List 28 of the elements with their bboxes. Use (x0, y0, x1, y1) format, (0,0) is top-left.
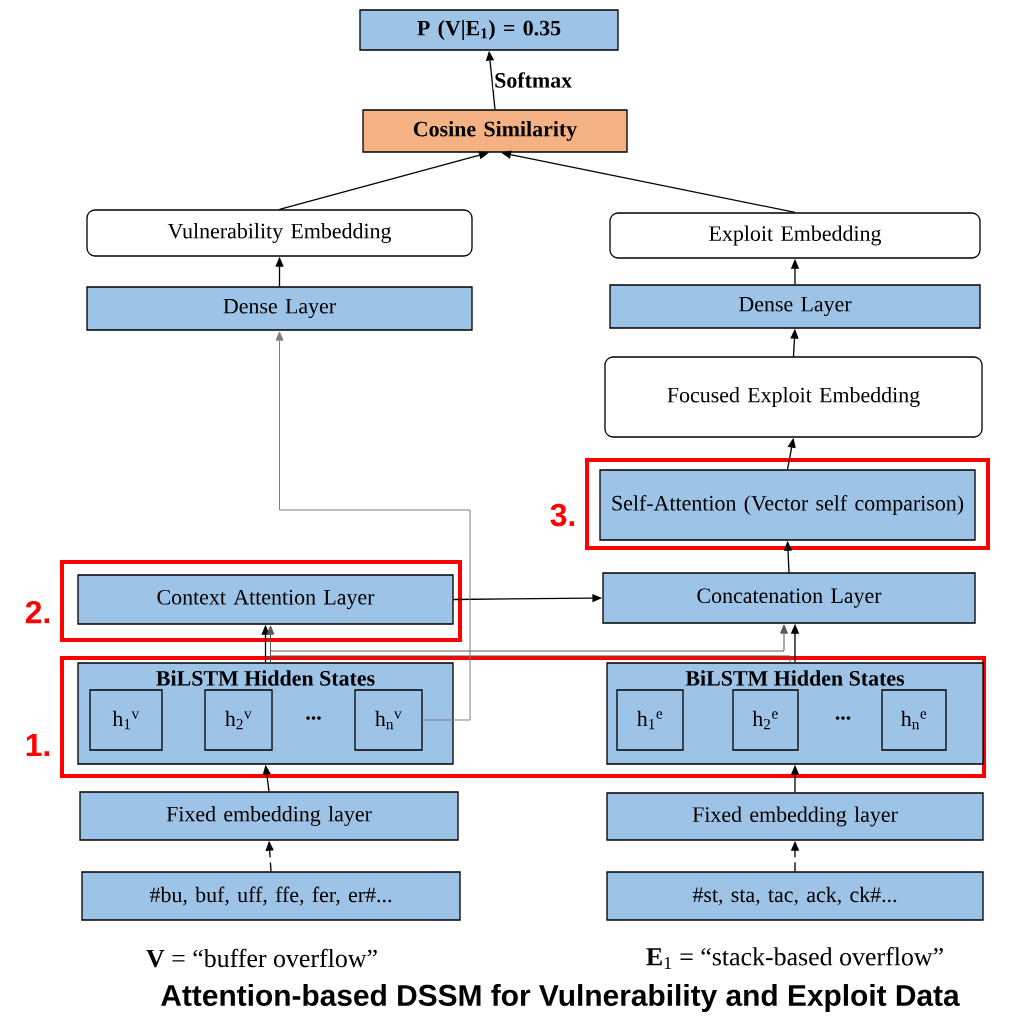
state-box: h$_{1}$v (89, 689, 163, 751)
process-box: #st, sta, tac, ack, ck#... (606, 871, 984, 921)
process-box: Dense Layer (609, 284, 981, 329)
callout-number: 1. (26, 734, 50, 756)
process-box: Context Attention Layer (77, 574, 454, 625)
result-box: P (V|E$_{1}$) = 0.35 (359, 9, 619, 51)
process-box: #bu, buf, uff, ffe, fer, er#... (81, 871, 461, 921)
embedding-box: Exploit Embedding (609, 212, 981, 259)
callout-number: 3. (550, 503, 575, 527)
embedding-box: Vulnerability Embedding (86, 209, 473, 257)
equation-label: E$_{1}$ = “stack-based overflow” (646, 947, 943, 969)
callout-number: 2. (25, 600, 50, 624)
process-box: Self-Attention (Vector self comparison) (599, 469, 976, 541)
edge-label: Softmax (493, 71, 574, 89)
process-box: Fixed embedding layer (79, 791, 459, 841)
process-box: Cosine Similarity (362, 109, 628, 153)
state-box: h$_{1}$e (616, 689, 684, 751)
caption: Attention-based DSSM for Vulnerability and Exploit Data (161, 984, 960, 1012)
process-box: Fixed embedding layer (606, 792, 984, 841)
leader-arrow (275, 331, 471, 721)
equation-label: V = “buffer overflow” (146, 948, 377, 968)
state-box: h$_{2}$e (732, 689, 799, 751)
state-box: h$_{n}$v (354, 689, 423, 751)
process-box: Concatenation Layer (602, 572, 976, 624)
embedding-box: Focused Exploit Embedding (604, 356, 983, 438)
state-box: h$_{2}$v (204, 689, 273, 751)
process-box: Dense Layer (86, 286, 473, 331)
state-box: h$_{n}$e (881, 689, 947, 751)
